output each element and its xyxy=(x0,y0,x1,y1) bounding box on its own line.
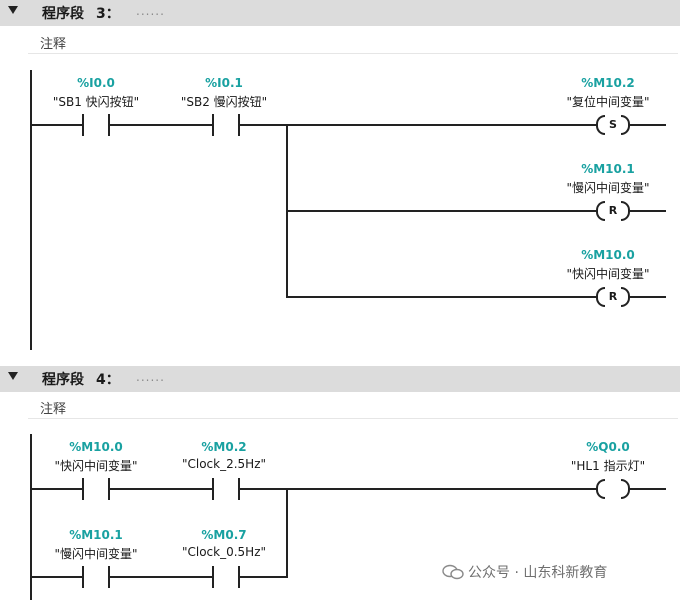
operand-address[interactable]: %M10.0 xyxy=(581,248,635,262)
branch-wire xyxy=(286,488,288,578)
reset-coil[interactable]: R xyxy=(596,201,630,223)
operand-address[interactable]: %M10.2 xyxy=(581,76,635,90)
coil-type-label: R xyxy=(608,290,618,303)
rung-wire xyxy=(630,296,666,298)
rung-wire xyxy=(100,124,214,126)
operand-address[interactable]: %M0.7 xyxy=(201,528,247,542)
left-power-rail xyxy=(30,70,32,350)
rung-wire xyxy=(630,488,666,490)
operand-address[interactable]: %I0.1 xyxy=(205,76,243,90)
watermark-text: 公众号 · 山东科新教育 xyxy=(468,565,608,581)
rung-wire xyxy=(232,124,596,126)
operand-tag[interactable]: "Clock_2.5Hz" xyxy=(181,457,267,471)
network-number: 4： xyxy=(96,372,120,388)
operand-address[interactable]: %Q0.0 xyxy=(586,440,630,454)
rung-wire xyxy=(232,576,288,578)
network-title: 程序段 xyxy=(42,6,84,22)
collapse-triangle-icon[interactable] xyxy=(8,372,18,380)
comment-label: 注释 xyxy=(40,402,67,417)
operand-tag[interactable]: "SB2 慢闪按钮" xyxy=(180,95,268,109)
network-3-comment[interactable]: 注释 xyxy=(28,30,678,54)
network-title-placeholder[interactable]: ...... xyxy=(136,370,165,384)
no-contact[interactable] xyxy=(82,566,110,588)
network-3-header[interactable]: 程序段 3： ...... xyxy=(0,0,680,26)
rung-wire xyxy=(286,296,596,298)
no-contact[interactable] xyxy=(212,114,240,136)
comment-label: 注释 xyxy=(40,37,67,52)
rung-wire xyxy=(630,210,666,212)
rung-wire xyxy=(30,124,82,126)
operand-tag[interactable]: "HL1 指示灯" xyxy=(570,459,646,473)
rung-wire xyxy=(30,576,82,578)
collapse-triangle-icon[interactable] xyxy=(8,6,18,14)
operand-tag[interactable]: "SB1 快闪按钮" xyxy=(52,95,140,109)
left-power-rail xyxy=(30,434,32,600)
no-contact[interactable] xyxy=(212,566,240,588)
wechat-icon xyxy=(442,564,464,580)
rung-wire xyxy=(630,124,666,126)
output-coil[interactable] xyxy=(596,479,630,501)
network-number: 3： xyxy=(96,6,120,22)
coil-type-label: R xyxy=(608,204,618,217)
coil-type-label: S xyxy=(609,118,617,131)
no-contact[interactable] xyxy=(212,478,240,500)
operand-tag[interactable]: "复位中间变量" xyxy=(566,95,650,109)
operand-tag[interactable]: "慢闪中间变量" xyxy=(54,547,138,561)
operand-address[interactable]: %I0.0 xyxy=(77,76,115,90)
operand-tag[interactable]: "慢闪中间变量" xyxy=(566,181,650,195)
operand-tag[interactable]: "Clock_0.5Hz" xyxy=(181,545,267,559)
operand-address[interactable]: %M10.1 xyxy=(69,528,123,542)
operand-tag[interactable]: "快闪中间变量" xyxy=(566,267,650,281)
network-title-placeholder[interactable]: ...... xyxy=(136,4,165,18)
network-title: 程序段 xyxy=(42,372,84,388)
rung-wire xyxy=(30,488,82,490)
rung-wire xyxy=(286,210,596,212)
operand-tag[interactable]: "快闪中间变量" xyxy=(54,459,138,473)
operand-address[interactable]: %M10.1 xyxy=(581,162,635,176)
reset-coil[interactable]: R xyxy=(596,287,630,309)
operand-address[interactable]: %M10.0 xyxy=(69,440,123,454)
rung-wire xyxy=(232,488,596,490)
network-4-comment[interactable]: 注释 xyxy=(28,395,678,419)
set-coil[interactable]: S xyxy=(596,115,630,137)
rung-wire xyxy=(100,488,214,490)
no-contact[interactable] xyxy=(82,114,110,136)
no-contact[interactable] xyxy=(82,478,110,500)
network-4-header[interactable]: 程序段 4： ...... xyxy=(0,366,680,392)
rung-wire xyxy=(100,576,214,578)
operand-address[interactable]: %M0.2 xyxy=(201,440,247,454)
